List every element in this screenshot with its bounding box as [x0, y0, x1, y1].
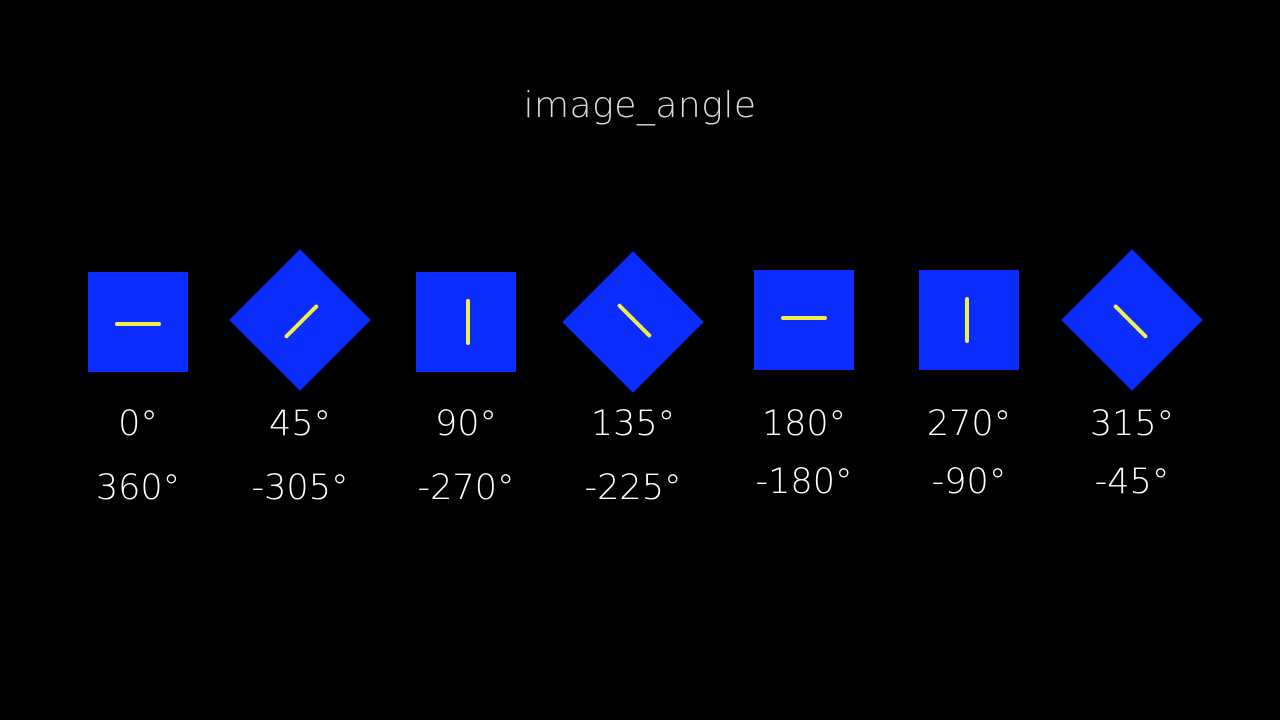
orientation-marker: [284, 304, 319, 339]
angle-label-primary: 315°: [1089, 404, 1175, 444]
angle-label-primary: 270°: [926, 404, 1012, 444]
angle-label-primary: 0°: [118, 404, 158, 444]
angle-label-secondary: -270°: [417, 468, 515, 508]
rotated-square-270: [919, 270, 1019, 370]
angle-label-secondary: 360°: [95, 468, 181, 508]
rotated-square-45: [229, 249, 371, 391]
angle-label-secondary: -225°: [584, 468, 682, 508]
rotated-square-0: [88, 272, 188, 372]
angle-label-secondary: -90°: [931, 462, 1007, 502]
angle-label-secondary: -45°: [1094, 462, 1170, 502]
angle-label-primary: 135°: [590, 404, 676, 444]
orientation-marker: [617, 303, 652, 338]
rotated-square-135: [562, 251, 704, 393]
rotated-square-90: [416, 272, 516, 372]
angle-label-primary: 90°: [434, 404, 498, 444]
rotated-square-315: [1061, 249, 1203, 391]
page-title: image_angle: [523, 85, 757, 126]
angle-label-secondary: -305°: [251, 468, 349, 508]
angle-label-primary: 180°: [761, 404, 847, 444]
angle-label-secondary: -180°: [755, 462, 853, 502]
angle-label-primary: 45°: [268, 404, 332, 444]
rotated-square-180: [754, 270, 854, 370]
orientation-marker: [1113, 304, 1148, 339]
